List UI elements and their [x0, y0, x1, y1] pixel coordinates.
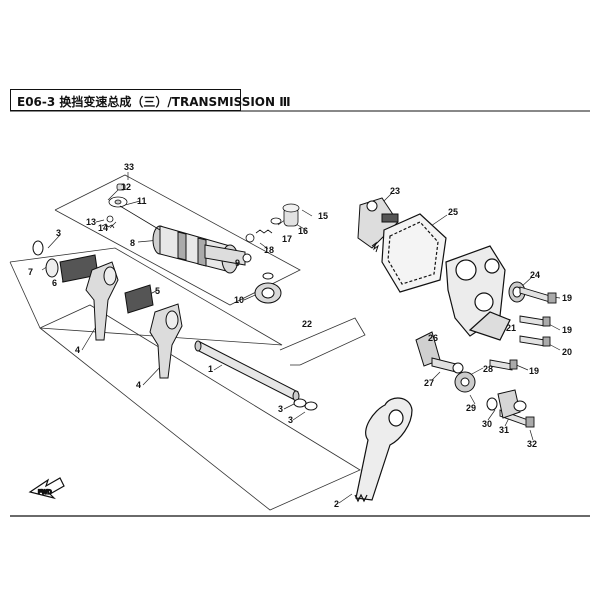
part-label: 32	[527, 439, 537, 449]
spring-7	[32, 240, 99, 283]
shift-fork-right	[149, 303, 183, 379]
part-label: 30	[482, 419, 492, 429]
fwd-label: FWD	[38, 490, 52, 496]
part-label: 22	[302, 319, 312, 329]
part-label: 3	[56, 228, 61, 238]
bearing-10	[254, 272, 282, 304]
part-label: 14	[98, 223, 108, 233]
part-label: 13	[86, 217, 96, 227]
part-labels: 33 12 11 13 14 8 9 7 3 5 6 4 4 1 2 3 3 1…	[28, 162, 572, 509]
part-label: 26	[428, 333, 438, 343]
part-label: 8	[130, 238, 135, 248]
part-label: 1	[208, 364, 213, 374]
part-label: 29	[466, 403, 476, 413]
part-label: 5	[155, 286, 160, 296]
part-label: 15	[318, 211, 328, 221]
drum-pin-12	[101, 183, 161, 231]
part-label: 3	[278, 404, 283, 414]
part-label: 10	[234, 295, 244, 305]
part-label: 3	[288, 415, 293, 425]
part-label: 16	[298, 226, 308, 236]
shift-arm-2	[354, 397, 413, 503]
part-label: 25	[448, 207, 458, 217]
part-label: 19	[562, 325, 572, 335]
part-label: 24	[530, 270, 540, 280]
part-label: 33	[124, 162, 134, 172]
part-label: 18	[264, 245, 274, 255]
part-label: 2	[334, 499, 339, 509]
part-label: 23	[390, 186, 400, 196]
title-box: E06-3 换挡变速总成（三）/TRANSMISSION Ⅲ	[10, 89, 291, 111]
group-outlines	[9, 174, 366, 511]
part-label: 19	[529, 366, 539, 376]
group-fork-outline	[9, 247, 283, 346]
part-label: 27	[424, 378, 434, 388]
part-label: 19	[562, 293, 572, 303]
bolts-19-20	[489, 286, 557, 428]
part-label: 28	[483, 364, 493, 374]
part-label: 21	[506, 323, 516, 333]
part-label: 17	[282, 234, 292, 244]
part-label: 9	[235, 258, 240, 268]
page-border	[10, 110, 590, 517]
part-label: 6	[52, 278, 57, 288]
part-label: 11	[137, 196, 147, 206]
part-label: 4	[136, 380, 141, 390]
part-label: 20	[562, 347, 572, 357]
part-label: 4	[75, 345, 80, 355]
part-label: 31	[499, 425, 509, 435]
spring-5	[124, 284, 154, 314]
group-33-outline	[54, 174, 301, 306]
part-label: 12	[121, 182, 131, 192]
housing-cover	[445, 245, 511, 341]
detent-parts	[245, 203, 300, 243]
lower-parts-26-31	[415, 331, 527, 419]
shift-drum	[152, 225, 252, 274]
page-title: E06-3 换挡变速总成（三）/TRANSMISSION Ⅲ	[17, 95, 291, 109]
gear-cover-25	[381, 213, 447, 293]
shift-shaft-1	[194, 340, 318, 411]
leader-lines	[41, 172, 561, 504]
part-label: 7	[28, 267, 33, 277]
group-shaft-outline	[39, 304, 361, 511]
shift-fork-left	[85, 261, 119, 341]
fwd-arrow-icon: FWD	[28, 477, 65, 500]
group-22-outline	[279, 317, 366, 366]
